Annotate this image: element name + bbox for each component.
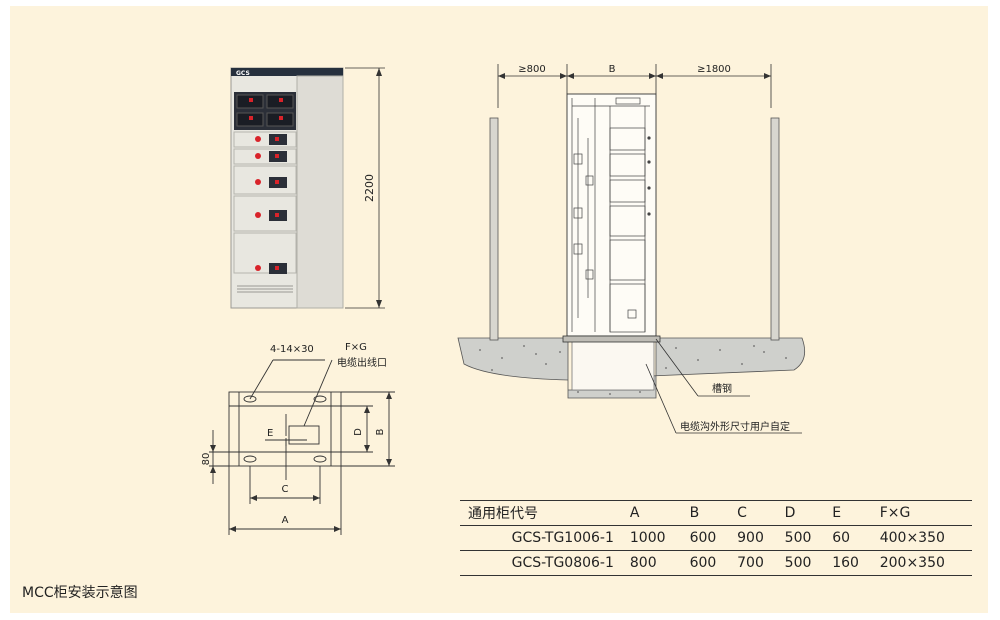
cell-C: 900 [737, 530, 764, 546]
plan-view: 4-14×30 F×G 电缆出线口 E D B 80 C A [201, 342, 395, 535]
spec-table: 通用柜代号 A B C D E F×G GCS-TG1006-1 1000 60… [460, 500, 972, 576]
table-row: GCS-TG1006-1 1000 600 900 500 60 400×350 [460, 526, 972, 551]
cell-C: 700 [737, 555, 764, 571]
dim-D-label: D [353, 428, 364, 436]
installation-view: ≥800 B ≥1800 [457, 64, 806, 434]
channel-steel-label: 槽钢 [712, 382, 732, 395]
holes-label: 4-14×30 [270, 344, 314, 355]
header-B: B [689, 505, 700, 521]
cell-FxG: 200×350 [879, 555, 945, 571]
table-row: GCS-TG0806-1 800 600 700 500 160 200×350 [460, 551, 972, 576]
cell-B: 600 [689, 555, 717, 571]
trench-note: 电缆沟外形尺寸用户自定 [680, 420, 790, 433]
cable-outlet-size-label: F×G [345, 342, 367, 353]
cell-E: 160 [832, 555, 859, 571]
cell-E: 60 [832, 530, 851, 546]
dim-A-label: A [282, 515, 289, 526]
cell-FxG: 400×350 [879, 530, 945, 546]
dim-C-label: C [282, 484, 289, 495]
height-dimension-2200: 2200 [363, 174, 376, 202]
header-code: 通用柜代号 [468, 506, 538, 522]
cabinet-width-label: B [609, 64, 616, 75]
dim-B-label: B [375, 428, 386, 435]
dim-80-label: 80 [201, 453, 212, 466]
header-A: A [629, 505, 640, 521]
rear-clearance-label: ≥1800 [697, 64, 731, 75]
cell-D: 500 [784, 555, 812, 571]
cell-code: GCS-TG1006-1 [511, 530, 614, 546]
cell-A: 800 [629, 555, 657, 571]
header-C: C [737, 505, 747, 521]
dim-E-label: E [267, 428, 273, 439]
cell-D: 500 [784, 530, 812, 546]
header-E: E [832, 505, 842, 521]
cable-outlet-label: 电缆出线口 [337, 356, 387, 369]
cell-B: 600 [689, 530, 717, 546]
cell-code: GCS-TG0806-1 [511, 555, 614, 571]
figure-caption: MCC柜安装示意图 [22, 585, 138, 601]
cell-A: 1000 [629, 530, 666, 546]
spec-table-header-row: 通用柜代号 A B C D E F×G [460, 500, 972, 526]
cabinet-brand: GCS [236, 70, 250, 77]
header-D: D [784, 505, 796, 521]
diagram-panel [10, 6, 988, 613]
front-clearance-label: ≥800 [518, 64, 545, 75]
header-FxG: F×G [879, 505, 911, 521]
cabinet-photo: GCS [230, 67, 385, 309]
